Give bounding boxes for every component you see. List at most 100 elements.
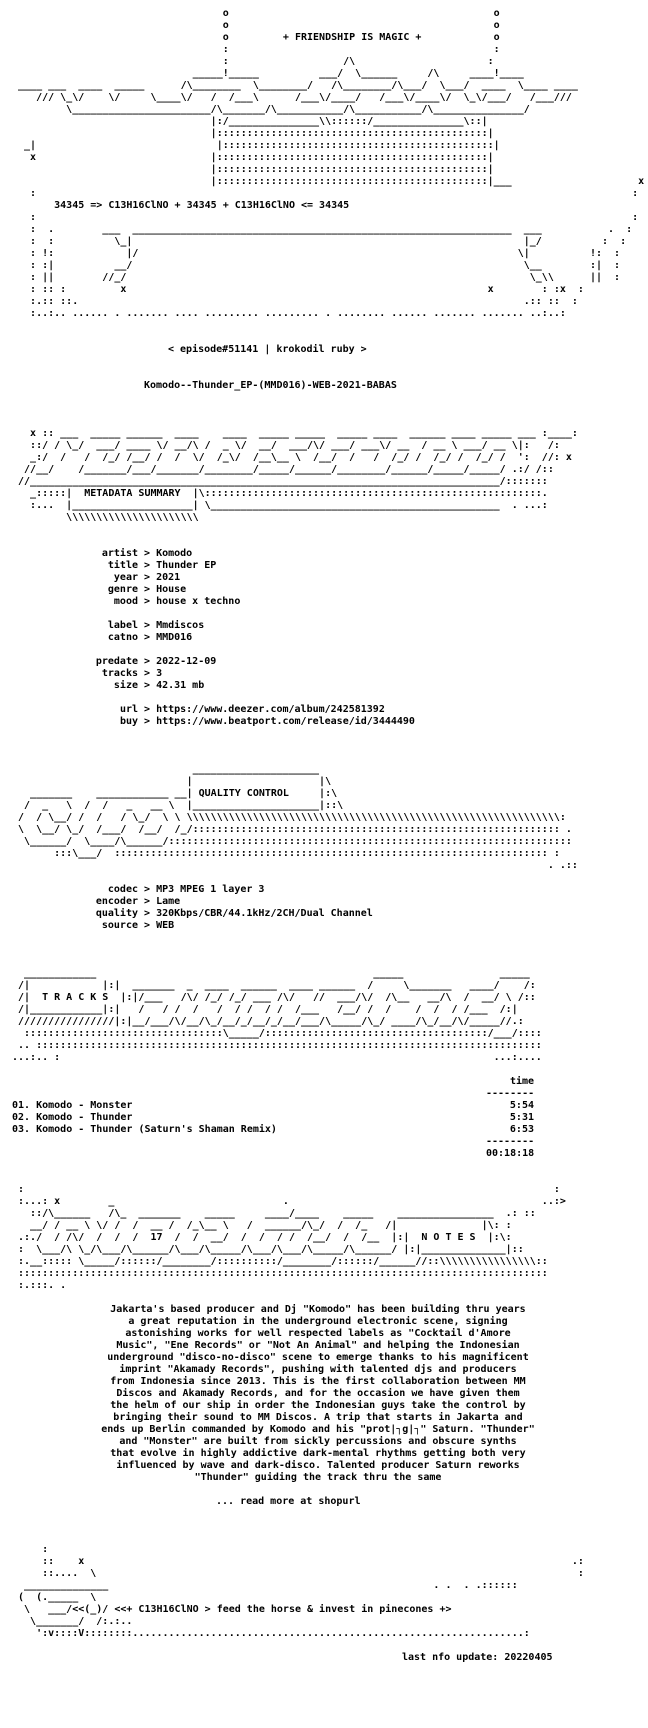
field-value[interactable]: https://www.deezer.com/album/242581392 [156,704,385,715]
field-label: genre [107,584,138,595]
tracks-time-header: time [510,1076,535,1087]
ascii-art-line: : \___/\ \_/\___/\______/\___/\_____/\__… [12,1244,524,1255]
notes-line: the helm of our ship in order the Indone… [110,1400,526,1411]
ascii-art-line: |:/_______________\\::::::/_____________… [12,116,488,127]
field-value: WEB [156,920,175,931]
notes-paragraph: Jakarta's based producer and Dj "Komodo"… [12,1304,644,1484]
field-label: label [107,620,138,631]
field-value: Lame [156,896,181,907]
ascii-art-line: / _ \ / / _ __ \ |_____________________|… [12,800,344,811]
ascii-art-line: : : [12,44,500,55]
field-separator: > [138,632,157,643]
field-row: catno > MMD016 [12,632,644,644]
field-label: size [113,680,138,691]
field-label: codec [107,884,138,895]
field-separator: > [138,704,157,715]
ascii-art-line: : :| __/ \__ :| : [12,260,621,271]
ascii-art-line: |:::::::::::::::::::::::::::::::::::::::… [12,128,494,139]
ascii-art-line: x |:::::::::::::::::::::::::::::::::::::… [12,152,494,163]
field-separator: > [138,548,157,559]
field-row: genre > House [12,584,644,596]
ascii-art-line: . .:: [12,860,578,871]
track-title: Thunder (Saturn's Shaman Remix) [90,1124,277,1135]
track-row: 03. Komodo - Thunder (Saturn's Shaman Re… [12,1124,534,1136]
ascii-art-line: ____________ _____ _____ [12,968,530,979]
ascii-art-line: _:/ / / /_/ /__/ / / \/ /_\/ /__\__ \ /_… [12,452,572,463]
notes-line: bringing their sound to MM Discos. A tri… [113,1412,523,1423]
notes-line: underground "disco-no-disco" scene to em… [107,1352,529,1363]
field-separator: > [138,716,157,727]
ascii-art-line: :::::::::::::::::::::::::::::::::\_____/… [12,1028,542,1039]
ascii-art-line: :...: x _ . ..:> [12,1196,566,1207]
ascii-art-line: /|____________|:| / / / / / / / / / /___… [12,1004,518,1015]
field-row: quality > 320Kbps/CBR/44.1kHz/2CH/Dual C… [12,908,644,920]
notes-banner: : : :...: x _ . ..:> ::/\______ /\ [12,1184,644,1292]
notes-line: imprint "Akamady Records", pushing with … [119,1364,517,1375]
ascii-art-line: ::::::::::::::::::::::::::::::::::::::::… [12,1268,548,1279]
field-label: source [101,920,138,931]
field-row: label > Mmdiscos [12,620,644,632]
field-value: Thunder EP [156,560,217,571]
field-value: 42.31 mb [156,680,205,691]
ascii-art-line: ____ ___ ____ _____ /\________ \________… [12,80,578,91]
track-number: 01. [12,1100,31,1111]
ascii-art-line: ////////////////|:|__/___/\/__/\_/__/_/_… [12,1016,524,1027]
notes-line: Music", "Ene Records" or "Not An Animal"… [116,1340,520,1351]
ascii-art-line: _____!_____ ___/ \______ /\ ____!____ [12,68,524,79]
notes-line: from Indonesia since 2013. This is the f… [110,1376,526,1387]
field-row: tracks > 3 [12,668,644,680]
field-value: MMD016 [156,632,193,643]
field-value: Komodo [156,548,193,559]
footer-banner: : :: x .: ::.... \ : _______ [12,1544,644,1640]
ascii-art-line: //__/ /_______/___/_______/________/____… [12,464,554,475]
ascii-art-line: ______________ . . . .:::::: [12,1580,518,1591]
notes-line: ends up Berlin commanded by Komodo and h… [101,1424,535,1435]
track-time: 5:31 [509,1112,534,1123]
tracks-banner: ____________ _____ _____ /| |:| _______ … [12,968,644,1064]
field-separator: > [138,680,157,691]
ascii-art-line: |:::::::::::::::::::::::::::::::::::::::… [12,164,494,175]
ascii-art-line: /// \_\/ \/ \____\/ / /___\ /___\/____/ … [12,92,572,103]
ascii-art-line: : :: : x x : :x : [12,284,584,295]
ascii-art-line: _____________________ [12,764,320,775]
notes-line: "Thunder" guiding the track thru the sam… [194,1472,442,1483]
notes-line: and "Monster" are built from sickly perc… [119,1436,517,1447]
field-separator: > [138,560,157,571]
field-value[interactable]: https://www.beatport.com/release/id/3444… [156,716,415,727]
ascii-art-line: :.:: ::. .:: :: : [12,296,578,307]
track-number: 02. [12,1112,31,1123]
formula-line: 34345 => C13H16ClNO + 34345 + C13H16ClNO… [12,200,350,211]
field-separator: > [138,920,157,931]
field-separator: > [138,656,157,667]
ascii-art-line: .. :::::::::::::::::::::::::::::::::::::… [12,1040,542,1051]
ascii-art-line: :..:.. ...... . ....... .... ......... .… [12,308,566,319]
field-row: title > Thunder EP [12,560,644,572]
field-label: quality [95,908,138,919]
ascii-art-line: : : [12,188,639,199]
ascii-art-line: : !: |/ \| !: : [12,248,621,259]
ascii-art-line: //______________________________________… [12,476,548,487]
field-separator: > [138,572,157,583]
ascii-art-line: : /\ : [12,56,494,67]
track-separator: - [72,1112,91,1123]
notes-line: influenced by wave and dark-disco. Talen… [116,1460,520,1471]
track-artist: Komodo [36,1124,73,1135]
field-label: encoder [95,896,138,907]
ascii-art-line: __/ / __ \ \/ / / __ / /_\__ \ / ______/… [12,1220,512,1231]
field-row: buy > https://www.beatport.com/release/i… [12,716,644,728]
field-value: House [156,584,187,595]
nfo-document: o o o o o + FRIENDSHIP IS MAGIC + [12,8,644,1664]
ascii-art-line: : : [12,212,639,223]
ascii-art-line: .:./ / /\/ / / / 17 / / __/ / / / / /__/… [12,1232,512,1243]
ascii-art-line: /| |:| _______ _ ____ ______ ____ ______… [12,980,536,991]
field-value: 2021 [156,572,181,583]
header-banner-art: o o o o o + FRIENDSHIP IS MAGIC + [12,8,644,200]
field-separator: > [138,620,157,631]
ascii-art-line: \ ___/<<(_)/ <<+ C13H16ClNO > feed the h… [12,1604,452,1615]
tracks-header-rule: -------- [486,1088,535,1099]
field-label: title [107,560,138,571]
field-row: url > https://www.deezer.com/album/24258… [12,704,644,716]
